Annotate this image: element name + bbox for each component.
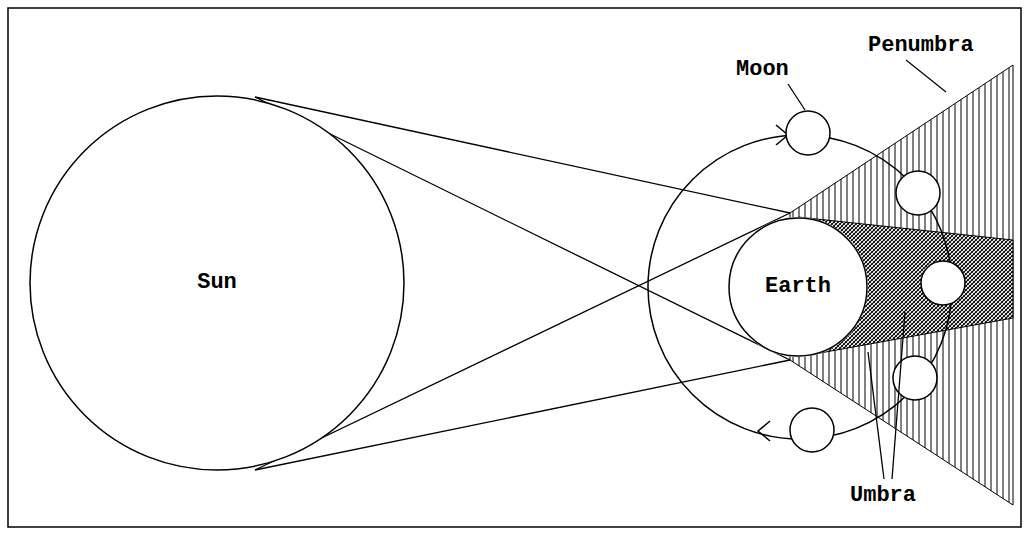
node-text: Sun bbox=[197, 271, 237, 295]
penumbra-label: Penumbra bbox=[868, 34, 974, 58]
moon-circle bbox=[790, 408, 834, 452]
moon-circle bbox=[786, 111, 830, 155]
moon-circle bbox=[896, 171, 940, 215]
node-text: Earth bbox=[765, 275, 831, 299]
umbra-label: Umbra bbox=[850, 484, 916, 508]
moon-orbit bbox=[648, 135, 952, 439]
leader-line bbox=[868, 352, 884, 479]
moon-circle bbox=[921, 261, 965, 305]
frame bbox=[8, 8, 1021, 527]
moon-label: Moon bbox=[736, 58, 789, 82]
orbit-arrow bbox=[758, 421, 770, 441]
sun-circle: Sun bbox=[29, 95, 405, 471]
leader-line bbox=[906, 60, 946, 92]
leader-line bbox=[892, 312, 905, 479]
leader-line bbox=[788, 84, 805, 110]
earth-circle: Earth bbox=[728, 217, 868, 357]
